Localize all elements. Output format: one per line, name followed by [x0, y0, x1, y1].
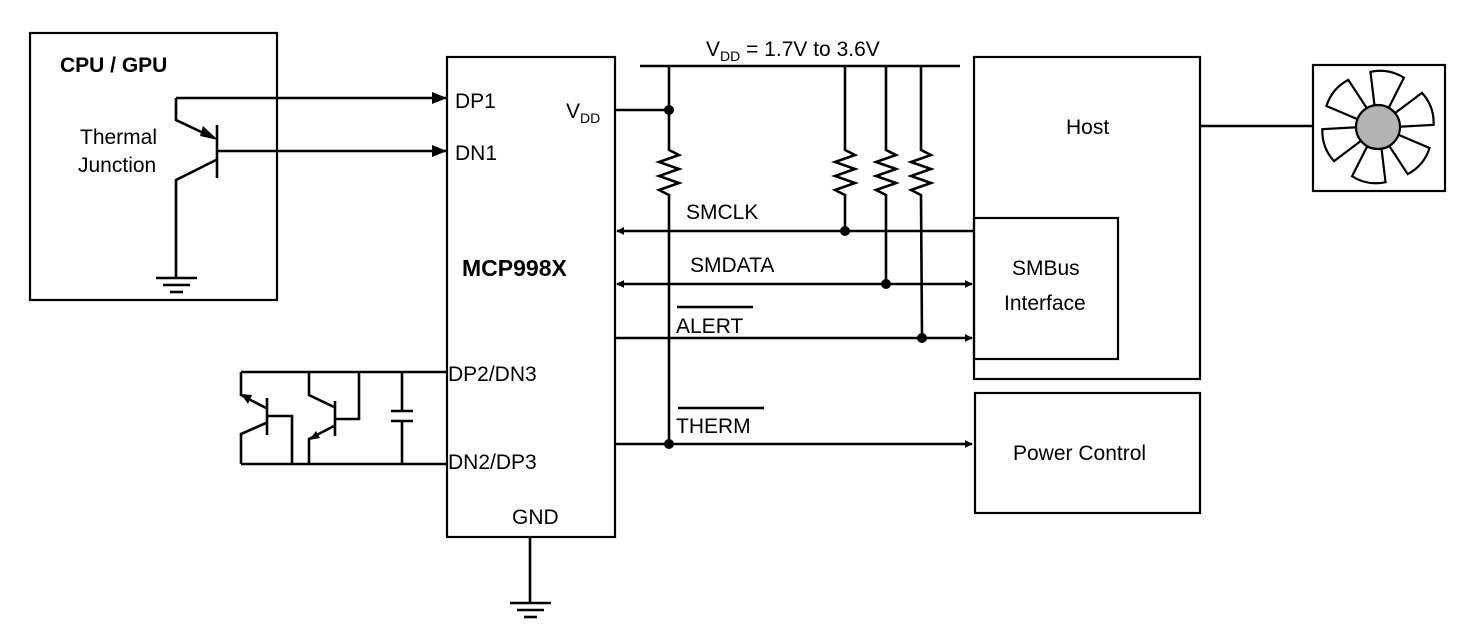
power-control-block: Power Control	[973, 391, 1202, 515]
cpu-gpu-block: CPU / GPU Thermal Junction	[28, 31, 447, 302]
resistor-therm-icon	[655, 66, 683, 444]
fan-hub	[1354, 103, 1402, 151]
dn1-arrow	[432, 145, 447, 157]
fan-blade	[1369, 69, 1406, 110]
smbus-interface-box	[972, 216, 1120, 361]
supply-label: VDD = 1.7V to 3.6V	[706, 38, 880, 64]
host-block: Host SMBus Interface	[972, 55, 1313, 381]
smbus-label-2: Interface	[1004, 292, 1086, 315]
resistor-smclk-icon	[831, 66, 859, 231]
transistor-1-icon	[239, 372, 294, 464]
power-control-box	[973, 391, 1202, 515]
signal-therm: THERM	[615, 406, 973, 449]
vdd-rail: VDD = 1.7V to 3.6V	[615, 38, 960, 444]
fan-blade	[1321, 126, 1363, 163]
ground-icon	[156, 276, 197, 294]
thermal-junction-label-1: Thermal	[80, 126, 157, 149]
transistor-2-icon	[307, 372, 361, 464]
remote-diodes	[239, 370, 447, 466]
chip-name: MCP998X	[462, 255, 567, 281]
smdata-label: SMDATA	[690, 254, 774, 277]
signal-alert: ALERT	[615, 305, 973, 343]
fan-blade	[1325, 78, 1369, 121]
pin-dp2-dn3: DP2/DN3	[448, 363, 537, 386]
chip-ground-icon	[510, 601, 551, 619]
thermal-junction-label-2: Junction	[78, 154, 156, 177]
fan-blade	[1393, 91, 1435, 128]
signal-smclk: SMCLK	[616, 201, 974, 236]
signal-smdata: SMDATA	[616, 254, 973, 289]
thermal-diode-transistor-icon	[174, 96, 447, 278]
pin-gnd: GND	[512, 506, 559, 529]
mcp998x-chip: DP1 DN1 VDD MCP998X DP2/DN3 DN2/DP3 GND	[445, 55, 617, 619]
cpu-gpu-box	[28, 31, 279, 302]
resistor-alert-icon	[907, 66, 935, 339]
pin-dp1: DP1	[455, 90, 496, 113]
host-label: Host	[1066, 116, 1109, 139]
fan-blade	[1350, 144, 1387, 185]
pin-dn1: DN1	[455, 142, 497, 165]
alert-label: ALERT	[676, 315, 743, 338]
pin-dn2-dp3: DN2/DP3	[448, 451, 537, 474]
smclk-label: SMCLK	[686, 201, 758, 224]
power-control-label: Power Control	[1013, 442, 1146, 465]
capacitor-icon	[391, 372, 413, 464]
smbus-label-1: SMBus	[1012, 257, 1080, 280]
cpu-gpu-label: CPU / GPU	[60, 54, 167, 77]
fan-blade	[1387, 133, 1431, 176]
dp1-arrow	[432, 92, 447, 104]
resistor-smdata-icon	[872, 66, 900, 284]
fan-icon	[1311, 63, 1447, 193]
therm-label: THERM	[676, 415, 751, 438]
pin-vdd: VDD	[566, 100, 600, 126]
